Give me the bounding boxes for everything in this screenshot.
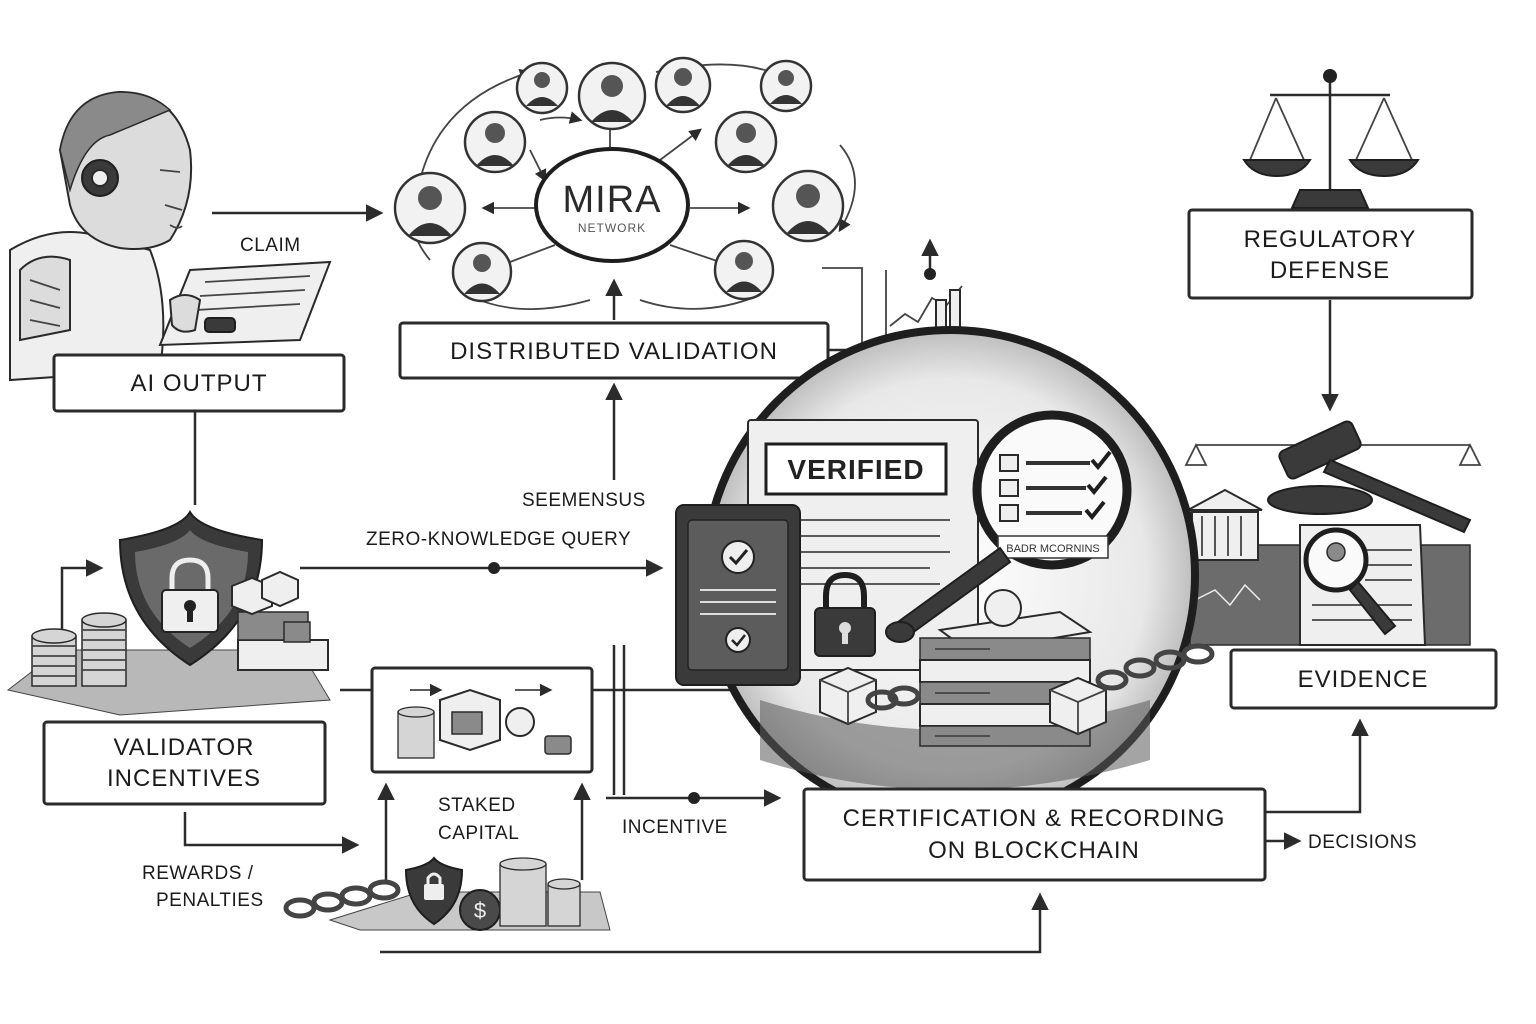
shield-lock-icon (404, 856, 464, 926)
regulatory-defense-label-1: REGULATORY (1244, 226, 1417, 253)
verified-orb: VERIFIED BADR MC (675, 326, 1215, 824)
person-icon (577, 61, 647, 131)
certificate-card (675, 504, 801, 686)
svg-text:$: $ (474, 898, 486, 923)
person-icon (393, 171, 467, 245)
blockchain-cubes-icon (819, 666, 1107, 736)
coin-stack-icon (31, 612, 127, 687)
certification-to-evidence-arrow (1266, 718, 1369, 814)
validator-incentives-label-2: INCENTIVES (107, 765, 261, 792)
magnifier-caption: BADR MCORNINS (1006, 543, 1100, 555)
chain-icon (865, 643, 1215, 711)
evidence-label: EVIDENCE (1298, 666, 1429, 693)
person-icon (713, 239, 775, 301)
verified-stamp: VERIFIED (787, 454, 924, 485)
robot-icon (9, 90, 193, 382)
incentive-dot (688, 792, 700, 804)
validator-incentives-label-1: VALIDATOR (113, 734, 254, 761)
claim-label: CLAIM (240, 235, 301, 256)
coin-stack-icon (499, 857, 581, 927)
certification-label-1: CERTIFICATION & RECORDING (843, 805, 1226, 832)
padlock-icon (814, 571, 876, 657)
connectors (60, 204, 1369, 954)
dollar-coin-icon: $ (459, 889, 501, 931)
network-cluster: MIRA NETWORK (412, 63, 856, 310)
distributed-validation-label: DISTRIBUTED VALIDATION (450, 338, 778, 365)
incentive-loop-arrow (60, 559, 104, 632)
staked-capital-label-2: CAPITAL (438, 823, 519, 844)
scales-icon (1242, 69, 1420, 209)
person-icon (463, 110, 527, 174)
bottom-loop-arrow (380, 892, 1049, 954)
person-icon (759, 59, 813, 113)
gavel-icon (1267, 420, 1472, 534)
person-icon (451, 241, 513, 303)
magnifier-icon (885, 546, 1012, 643)
chain-icon (283, 879, 401, 919)
incentive-label: INCENTIVE (622, 817, 728, 838)
network-to-orb-line (822, 267, 863, 350)
network-nodes (393, 56, 845, 303)
regulatory-defense-node: REGULATORY DEFENSE (1187, 208, 1474, 300)
tablet-icon (158, 260, 332, 347)
ai-output-node: AI OUTPUT (52, 353, 346, 413)
rewards-label-1: REWARDS / (142, 863, 254, 884)
rewards-label-2: PENALTIES (156, 890, 264, 911)
person-icon (771, 169, 845, 243)
evidence-node: EVIDENCE (1229, 648, 1498, 710)
person-icon (515, 61, 569, 115)
incentive-flow-panel (370, 666, 594, 774)
magnifier-icon (1303, 527, 1397, 636)
seemensus-label: SEEMENSUS (522, 490, 646, 511)
validator-incentives-node: VALIDATOR INCENTIVES (42, 720, 327, 806)
hub-subtitle: NETWORK (578, 221, 646, 235)
incentives-to-staked-arrow (183, 812, 360, 854)
courthouse-icon (1187, 488, 1263, 561)
ai-output-label: AI OUTPUT (130, 370, 267, 397)
staked-capital-illustration: $ (283, 856, 611, 931)
zk-query-dot (488, 562, 500, 574)
regulatory-defense-label-2: DEFENSE (1270, 257, 1390, 284)
evidence-illustration (1184, 420, 1482, 646)
zero-knowledge-query-label: ZERO-KNOWLEDGE QUERY (366, 529, 631, 550)
certification-label-2: ON BLOCKCHAIN (928, 837, 1140, 864)
person-icon (654, 56, 712, 114)
decisions-label: DECISIONS (1308, 832, 1417, 853)
blockchain-cubes-icon (231, 570, 329, 671)
person-icon (714, 110, 778, 174)
distributed-validation-node: DISTRIBUTED VALIDATION (398, 321, 830, 380)
checklist-icon: BADR MCORNINS (972, 410, 1132, 570)
bar-chart-icon (885, 238, 966, 336)
certification-node: CERTIFICATION & RECORDING ON BLOCKCHAIN (802, 787, 1267, 882)
hub-title: MIRA (563, 179, 662, 221)
staked-capital-label-1: STAKED (438, 795, 516, 816)
